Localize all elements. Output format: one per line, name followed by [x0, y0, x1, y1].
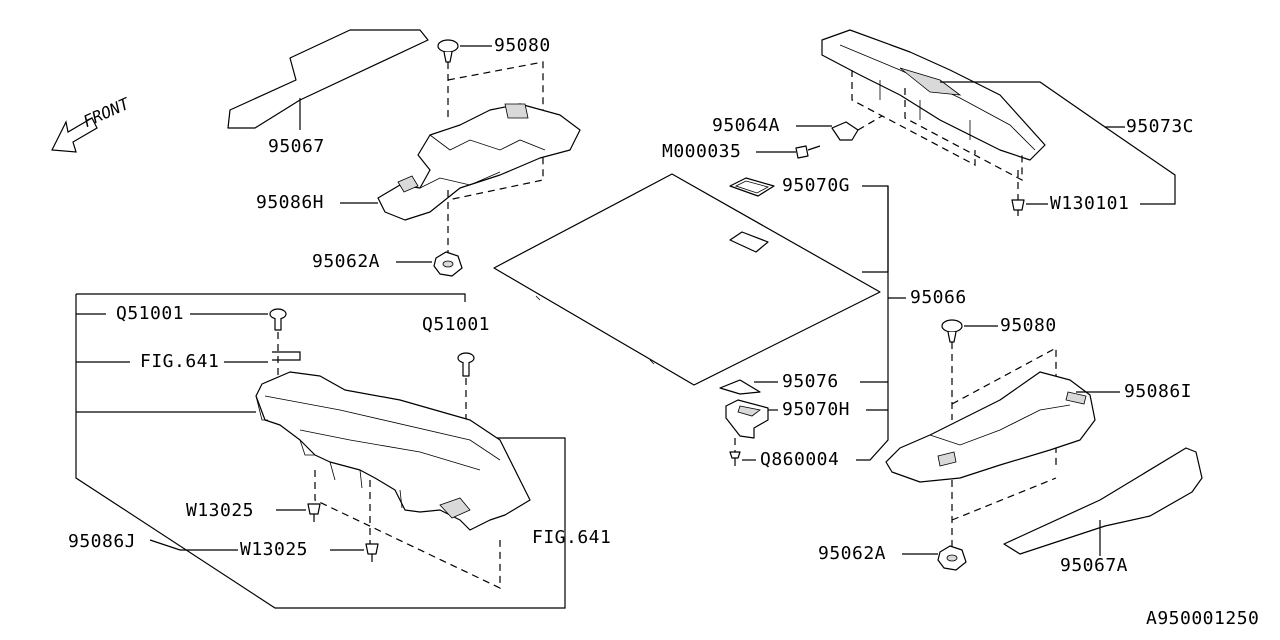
callout-Q860004: Q860004: [760, 449, 840, 470]
callout-95080-right: 95080: [1000, 315, 1057, 336]
part-95066-floor-board: [493, 173, 881, 386]
callout-M000035: M000035: [662, 141, 742, 162]
callout-95066: 95066: [910, 287, 967, 308]
part-95064A-bracket: [831, 121, 859, 141]
part-95067A-trim-panel: [1003, 447, 1203, 555]
part-M000035-bolt: [795, 145, 821, 159]
callout-95073C: 95073C: [1126, 116, 1195, 137]
part-95080-clip-top: [437, 39, 459, 63]
callout-Q51001-left: Q51001: [116, 303, 185, 324]
drawing-id: A950001250: [1146, 608, 1260, 629]
callout-fig641-bottom: FIG.641: [532, 527, 612, 548]
part-95062A-bottom: [937, 545, 967, 571]
callout-95076: 95076: [782, 371, 839, 392]
part-W130101-clip: [1011, 199, 1025, 216]
part-95080-clip-right: [941, 319, 963, 343]
callout-W130101: W130101: [1050, 193, 1130, 214]
callout-95064A: 95064A: [712, 115, 781, 136]
callout-95062A-top: 95062A: [312, 251, 381, 272]
callout-95067: 95067: [268, 136, 325, 157]
callout-W13025-b: W13025: [240, 539, 309, 560]
callout-W13025-a: W13025: [186, 500, 255, 521]
part-W13025-clip-a: [307, 503, 321, 522]
part-95086I-bracket: [885, 371, 1096, 483]
part-W13025-clip-b: [365, 543, 379, 562]
callout-95070H: 95070H: [782, 399, 851, 420]
callout-95067A: 95067A: [1060, 555, 1129, 576]
callout-95080-top: 95080: [494, 35, 551, 56]
callout-Q51001-right: Q51001: [422, 314, 491, 335]
part-95070G-cover: [729, 177, 775, 197]
callout-95062A-bottom: 95062A: [818, 543, 887, 564]
part-95070H-box: [725, 399, 769, 439]
part-95067-trim-panel: [227, 29, 429, 129]
part-95076-strip: [719, 379, 761, 395]
part-95086J-tray: [255, 371, 531, 531]
part-95073C-trim: [821, 29, 1046, 161]
part-95062A-top: [433, 251, 463, 277]
callout-95086I: 95086I: [1124, 381, 1193, 402]
part-Q860004-screw: [729, 451, 741, 466]
callout-95086H: 95086H: [256, 192, 325, 213]
part-Q51001-screw-left: [269, 308, 287, 331]
callout-fig641-top: FIG.641: [140, 351, 220, 372]
part-95086H-bracket: [377, 103, 581, 221]
part-Q51001-screw-right: [457, 352, 475, 377]
callout-95086J: 95086J: [68, 531, 137, 552]
front-arrow-icon: [51, 117, 98, 153]
callout-95070G: 95070G: [782, 175, 851, 196]
